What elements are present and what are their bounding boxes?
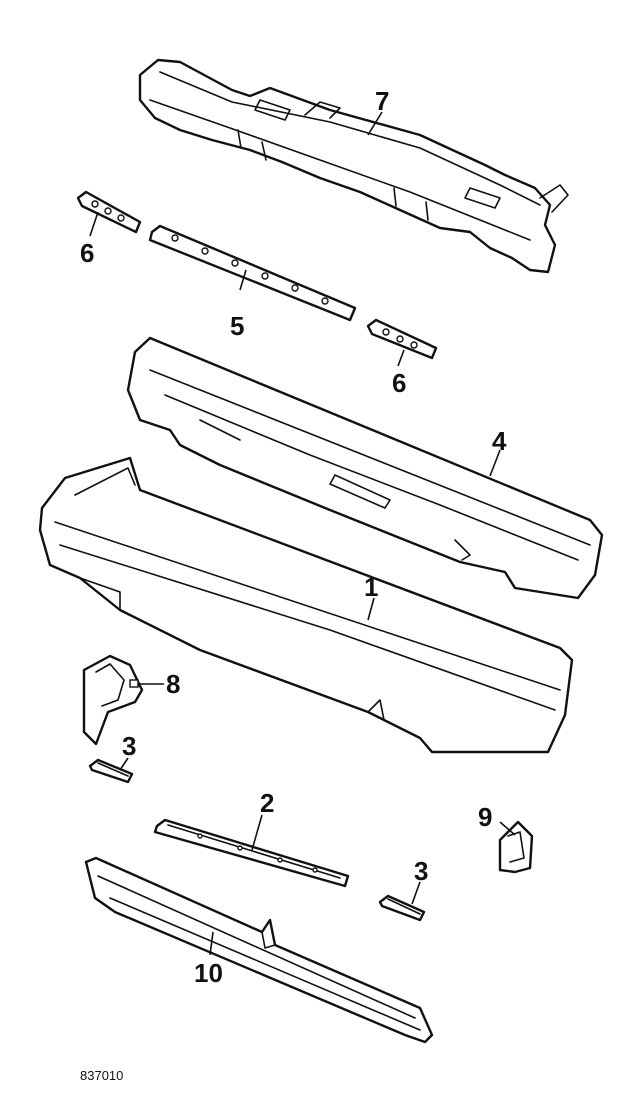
callout-4: 4 — [492, 426, 507, 456]
part-9-right-side-bracket[interactable] — [498, 820, 534, 874]
part-10-lower-valance[interactable] — [84, 856, 434, 1044]
part-2-lower-strip[interactable] — [153, 814, 350, 888]
part-7-bumper-reinforcement[interactable] — [138, 58, 569, 274]
part-1-bumper-face[interactable] — [38, 456, 574, 754]
callout-1: 1 — [364, 572, 378, 602]
part-4-bumper-absorber[interactable] — [126, 336, 604, 600]
callout-6-right: 6 — [392, 368, 406, 398]
callout-7: 7 — [375, 86, 389, 116]
callout-2: 2 — [260, 788, 274, 818]
callout-10: 10 — [194, 958, 223, 988]
part-5-center-strip[interactable] — [148, 224, 357, 322]
part-3-right-clip[interactable] — [378, 881, 426, 922]
callout-3-right: 3 — [414, 856, 428, 886]
part-6-right-bracket[interactable] — [366, 318, 438, 367]
callout-9: 9 — [478, 802, 492, 832]
drawing-code: 837010 — [80, 1068, 123, 1083]
callout-3-left: 3 — [122, 731, 136, 761]
callout-5: 5 — [230, 311, 244, 341]
part-8-left-side-bracket[interactable] — [82, 654, 164, 746]
callout-8: 8 — [166, 669, 180, 699]
part-6-left-bracket[interactable] — [76, 190, 142, 237]
part-3-left-clip[interactable] — [88, 757, 134, 784]
callout-6-left: 6 — [80, 238, 94, 268]
